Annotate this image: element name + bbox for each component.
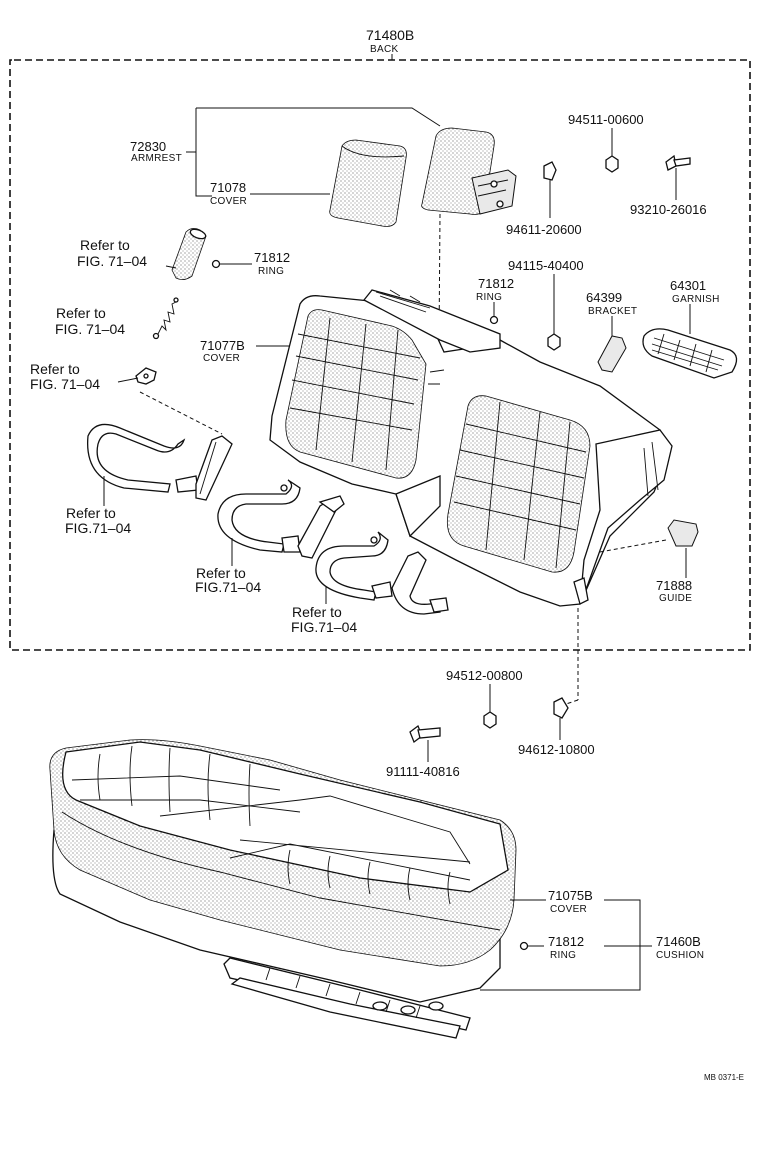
- part-label-armrest-cover: COVER: [210, 196, 247, 207]
- reference-4-line1: Refer to: [66, 505, 116, 521]
- part-number-ring-mid: 71812: [478, 276, 514, 291]
- part-number-nut-94115: 94115-40400: [508, 258, 584, 273]
- nut-94512-icon: [483, 711, 497, 729]
- guide-dashed-guide: [599, 539, 667, 553]
- nut-94115-icon: [547, 333, 561, 351]
- bracket-icon: [597, 335, 627, 373]
- assembly-number: 71480B: [366, 27, 414, 43]
- part-label-ring-mid: RING: [476, 292, 502, 303]
- guide-icon: [667, 519, 699, 547]
- reference-5-line2: FIG.71–04: [195, 579, 261, 595]
- part-label-cushion: CUSHION: [656, 950, 704, 961]
- reference-3-line2: FIG. 71–04: [30, 376, 100, 392]
- back-assembly-boundary: [9, 59, 751, 651]
- buckle-sleeve-icon: [171, 228, 207, 280]
- nut-94511-icon: [605, 155, 619, 173]
- lower-dashed-guide-2: [565, 699, 579, 705]
- part-number-nut-94512: 94512-00800: [446, 668, 523, 683]
- armrest-shape: [421, 127, 517, 215]
- reference-2-line1: Refer to: [56, 305, 106, 321]
- reference-6-line2: FIG.71–04: [291, 619, 357, 635]
- spring-icon: [152, 297, 179, 340]
- armrest-leader: [186, 107, 441, 197]
- part-number-garnish: 64301: [670, 278, 706, 293]
- part-label-cushion-cover: COVER: [550, 904, 587, 915]
- part-number-bolt-93210: 93210-26016: [630, 202, 707, 217]
- reference-1-line1: Refer to: [80, 237, 130, 253]
- drawing-code: MB 0371-E: [704, 1073, 744, 1082]
- part-number-ring-top: 71812: [254, 250, 290, 265]
- ring-mid-icon: [489, 315, 499, 325]
- part-number-nut-94611: 94611-20600: [506, 222, 582, 237]
- cushion-cover-leader: [480, 899, 641, 991]
- seat-back-shape: [269, 289, 673, 607]
- part-number-back-cover: 71077B: [200, 338, 245, 353]
- seat-belt-middle: [217, 479, 345, 559]
- armrest-cover-shape: [329, 139, 407, 227]
- assembly-label: BACK: [370, 44, 398, 55]
- part-label-armrest: ARMREST: [131, 153, 182, 164]
- part-label-garnish: GARNISH: [672, 294, 720, 305]
- reference-3-leader: [117, 377, 139, 383]
- clip-dashed-guide: [139, 391, 223, 435]
- part-number-bolt-91111: 91111-40816: [386, 764, 460, 779]
- part-label-bracket: BRACKET: [588, 306, 637, 317]
- bolt-93210-icon: [665, 154, 691, 171]
- reference-2-line2: FIG. 71–04: [55, 321, 125, 337]
- clip-icon: [135, 367, 157, 385]
- part-number-nut-94511: 94511-00600: [568, 112, 644, 127]
- part-label-back-cover: COVER: [203, 353, 240, 364]
- bolt-91111-icon: [409, 724, 441, 744]
- part-number-guide: 71888: [656, 578, 692, 593]
- part-number-bracket: 64399: [586, 290, 622, 305]
- seat-cushion-shape: [49, 739, 517, 1039]
- part-label-ring-bottom: RING: [550, 950, 576, 961]
- part-number-nut-94612: 94612-10800: [518, 742, 595, 757]
- reference-5-line1: Refer to: [196, 565, 246, 581]
- seat-belt-left: [87, 423, 233, 501]
- part-number-ring-bottom: 71812: [548, 934, 584, 949]
- reference-1-line2: FIG. 71–04: [77, 253, 147, 269]
- reference-6-line1: Refer to: [292, 604, 342, 620]
- garnish-icon: [642, 328, 738, 379]
- part-label-guide: GUIDE: [659, 593, 692, 604]
- part-number-armrest-cover: 71078: [210, 180, 246, 195]
- nut-94612-icon: [553, 697, 569, 719]
- part-number-cushion-cover: 71075B: [548, 888, 593, 903]
- ring-bottom-icon: [519, 941, 529, 951]
- part-number-cushion: 71460B: [656, 934, 701, 949]
- seat-belt-right: [315, 531, 449, 615]
- reference-4-line2: FIG.71–04: [65, 520, 131, 536]
- part-number-armrest: 72830: [130, 139, 166, 154]
- ring-top-icon: [211, 259, 221, 269]
- reference-1-leader: [165, 265, 177, 269]
- nut-94611-icon: [543, 161, 557, 181]
- part-label-ring-top: RING: [258, 266, 284, 277]
- reference-3-line1: Refer to: [30, 361, 80, 377]
